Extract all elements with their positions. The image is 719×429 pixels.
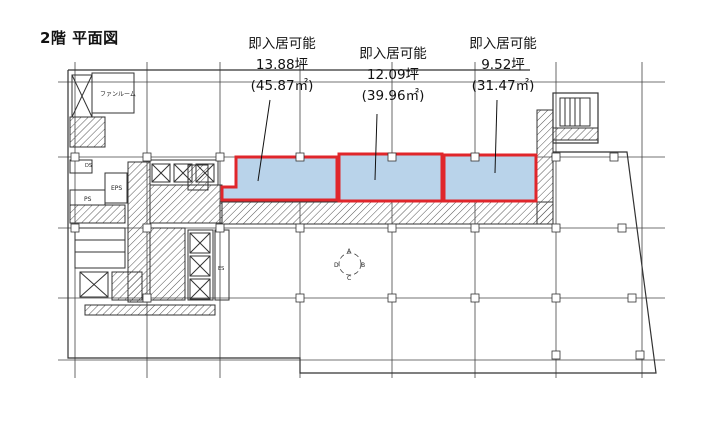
unit-1-status: 即入居可能 [248, 36, 316, 52]
unit-2-callout: 即入居可能 12.09坪 (39.96㎡) [333, 44, 453, 107]
ps-label: PS [84, 196, 92, 203]
unit-3-sqm: (31.47㎡) [471, 78, 535, 94]
unit-2-sqm: (39.96㎡) [361, 88, 425, 104]
unit-2-tsubo: 12.09坪 [366, 67, 420, 83]
unit-1-callout: 即入居可能 13.88坪 (45.87㎡) [222, 34, 342, 97]
eps-label: EPS [111, 185, 122, 192]
column [609, 152, 619, 162]
column [142, 152, 152, 162]
column [295, 152, 305, 162]
column [635, 350, 645, 360]
column [387, 152, 397, 162]
columns [70, 152, 645, 360]
column [70, 223, 80, 233]
leader-lines [257, 99, 498, 182]
core-rooms [69, 72, 591, 301]
fan-room-label: ファンルーム [100, 91, 136, 98]
column [142, 223, 152, 233]
page-title: 2階 平面図 [40, 29, 119, 47]
unit-3-tsubo: 9.52坪 [481, 57, 525, 73]
column [551, 293, 561, 303]
column [551, 350, 561, 360]
column [551, 223, 561, 233]
unit-2-status: 即入居可能 [359, 46, 427, 62]
column [617, 223, 627, 233]
column [470, 152, 480, 162]
common-corridor [69, 109, 599, 316]
column [470, 293, 480, 303]
column [142, 293, 152, 303]
column [295, 293, 305, 303]
column [70, 152, 80, 162]
unit-3-callout: 即入居可能 9.52坪 (31.47㎡) [443, 34, 563, 97]
column [627, 293, 637, 303]
unit-1-tsubo: 13.88坪 [255, 57, 309, 73]
compass-b: B [361, 262, 365, 269]
ds-label: DS [85, 163, 92, 169]
unit-1-area[interactable] [220, 155, 339, 202]
column [387, 223, 397, 233]
compass-a: A [347, 248, 352, 255]
unit-3-status: 即入居可能 [469, 36, 537, 52]
unit-3-area[interactable] [442, 153, 538, 203]
es-label: ES [218, 266, 224, 272]
compass-d: D [334, 262, 339, 269]
column [215, 223, 225, 233]
column [215, 152, 225, 162]
unit-1-sqm: (45.87㎡) [250, 78, 314, 94]
unit-2-area[interactable] [337, 152, 444, 203]
column [295, 223, 305, 233]
compass-c: C [347, 275, 351, 282]
compass-marker: A B C D [334, 248, 365, 282]
column [551, 152, 561, 162]
column [470, 223, 480, 233]
column [387, 293, 397, 303]
